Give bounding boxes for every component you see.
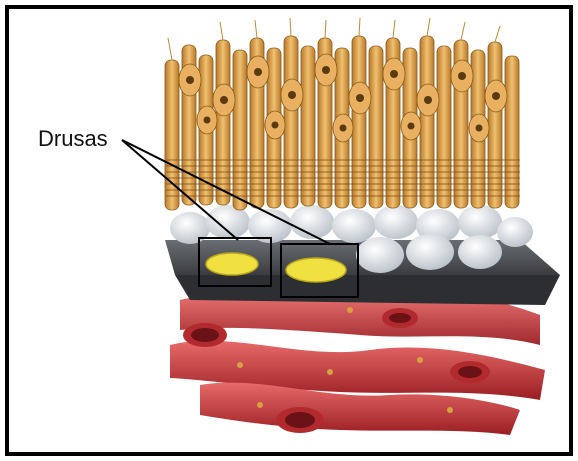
choroid-vessels (170, 293, 545, 435)
photoreceptor-layer (165, 18, 520, 210)
drusen-label: Drusas (38, 126, 108, 152)
